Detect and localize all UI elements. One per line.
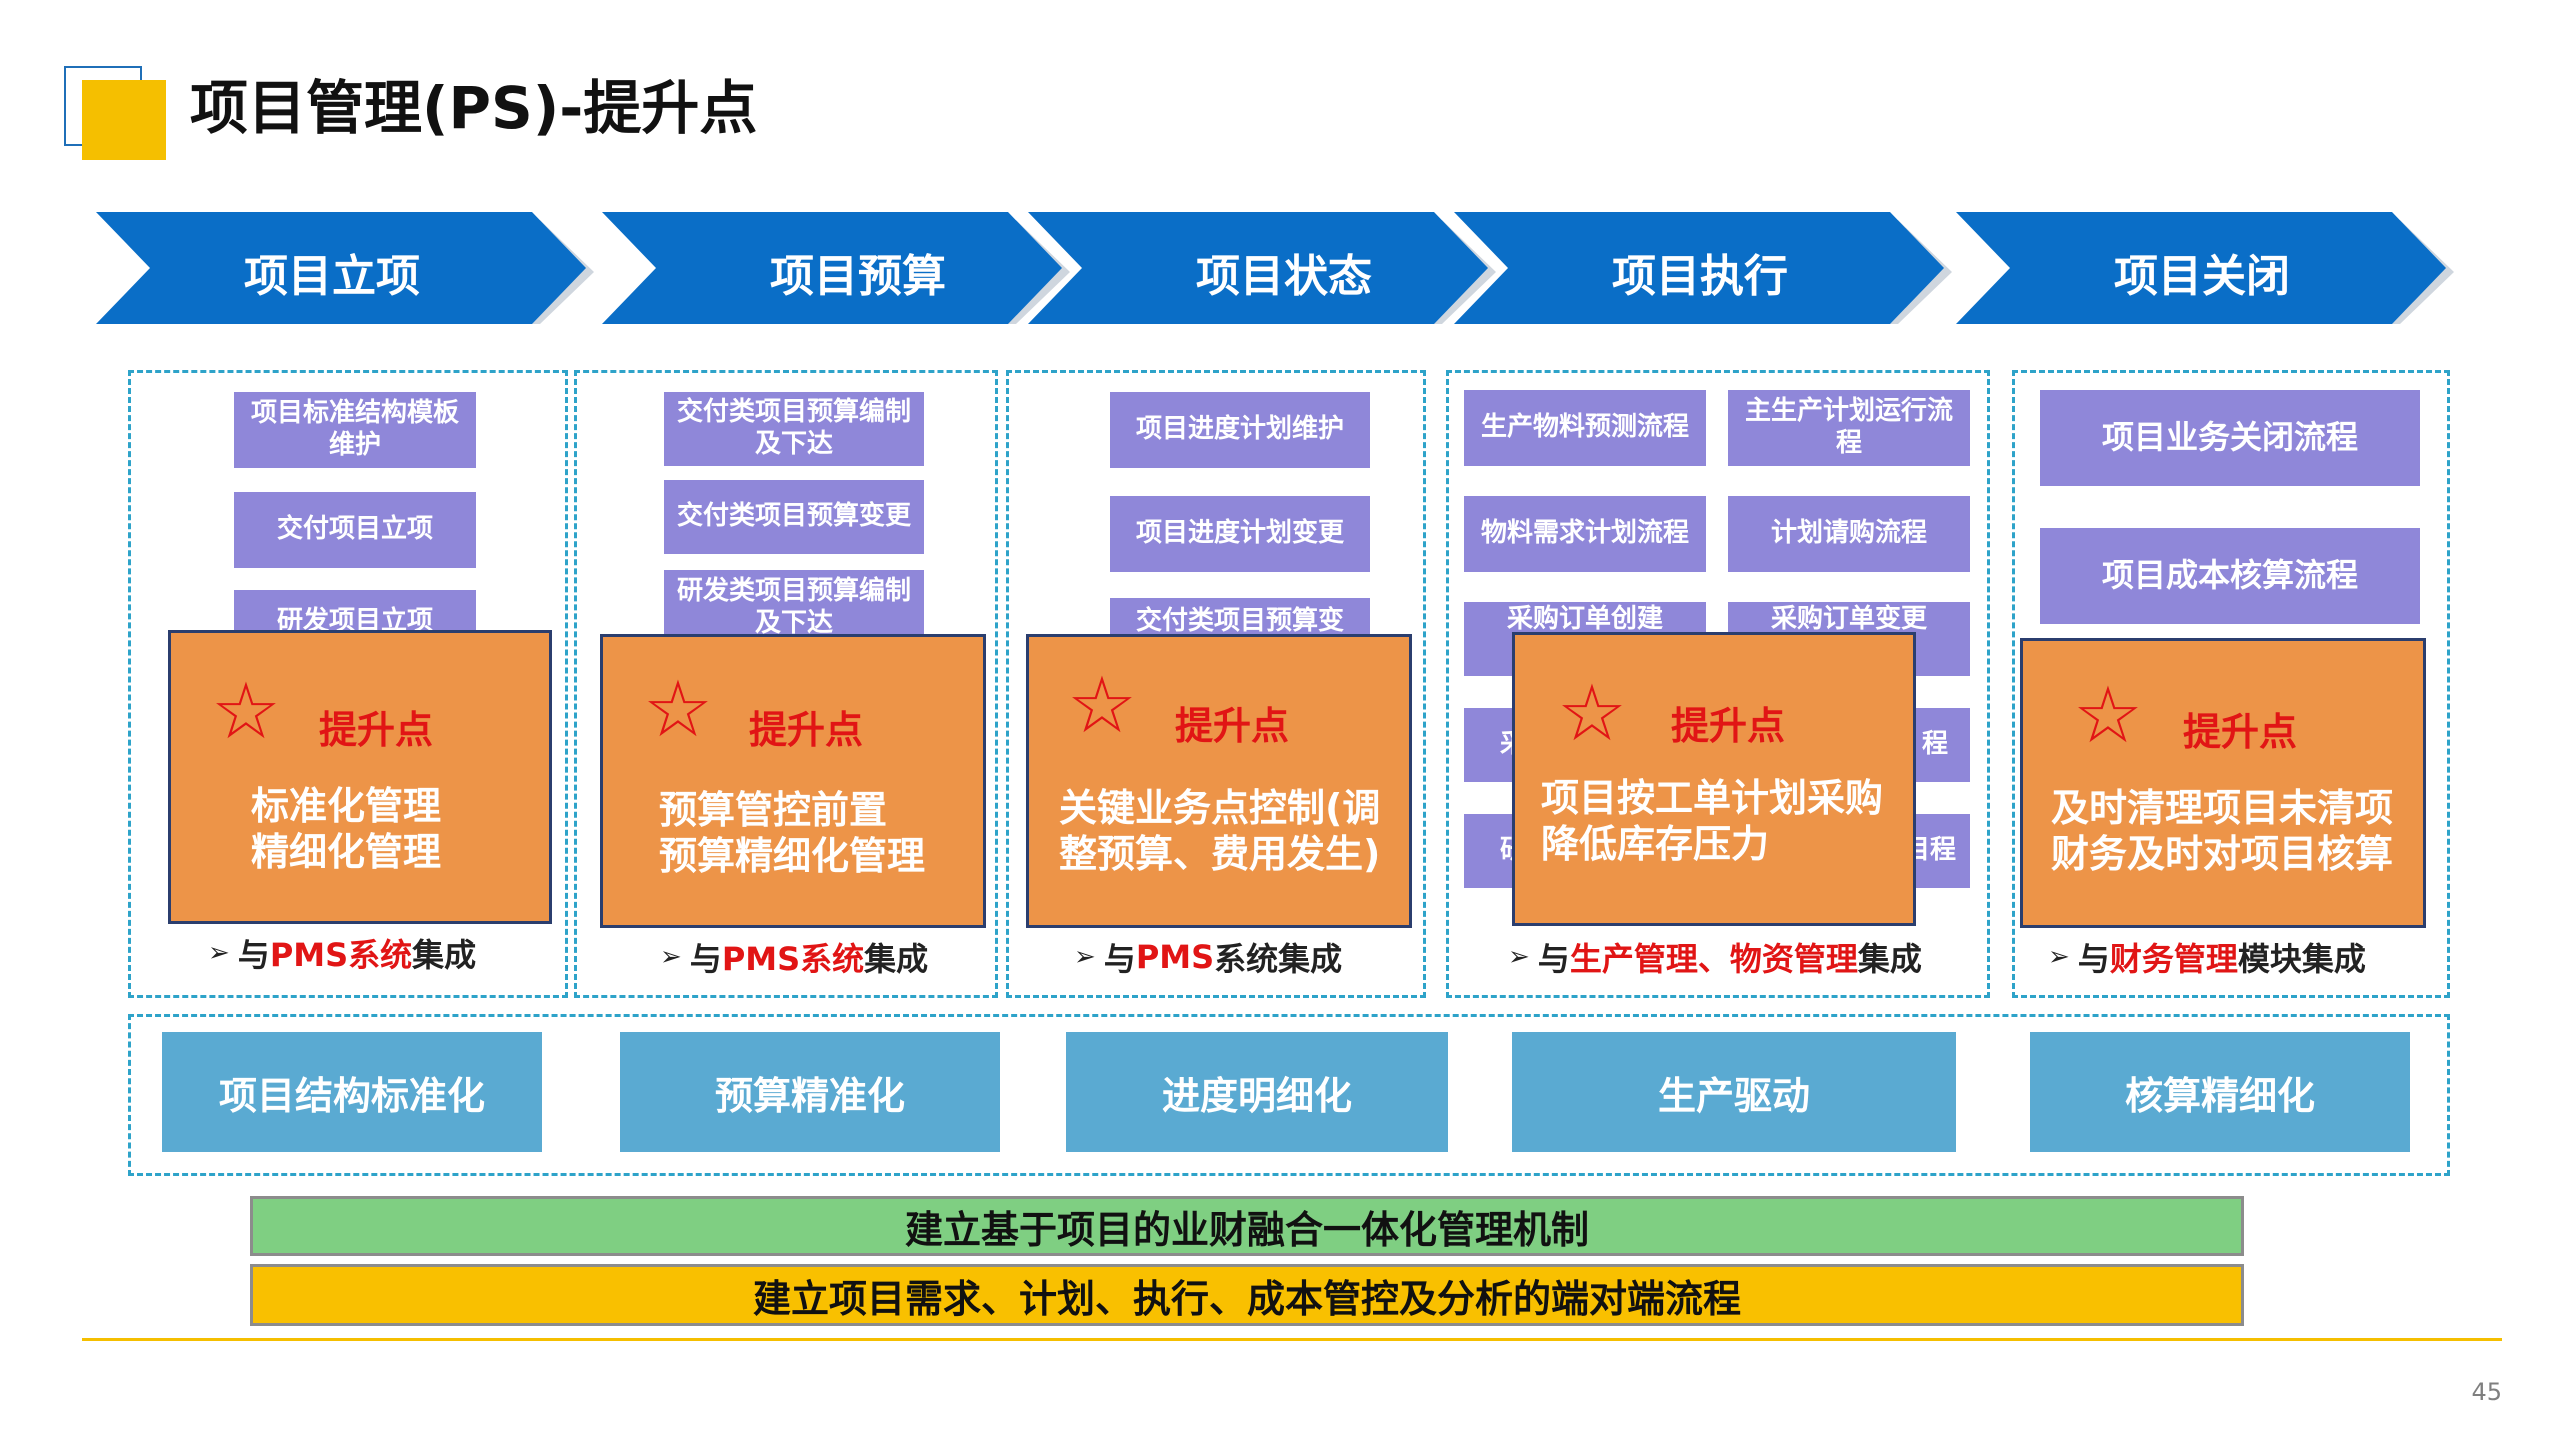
highlight-line: 整预算、费用发生) xyxy=(1059,832,1381,877)
star-icon: ☆ xyxy=(211,667,281,757)
page-title: 项目管理(PS)-提升点 xyxy=(190,74,758,142)
stage-label: 项目状态 xyxy=(1196,251,1372,302)
chevron-arrow-icon xyxy=(96,212,594,324)
summary-box-4: 生产驱动 xyxy=(1512,1032,1956,1152)
column-container-3 xyxy=(1006,370,1426,998)
summary-box-5: 核算精细化 xyxy=(2030,1032,2410,1152)
process-box: 项目业务关闭流程 xyxy=(2040,390,2420,486)
stage-label: 项目立项 xyxy=(244,251,420,302)
highlight-box-5: ☆ 提升点 及时清理项目未清项 财务及时对项目核算 xyxy=(2020,638,2426,928)
stage-chevron-1: 项目立项 xyxy=(82,212,602,332)
process-box: 计划请购流程 xyxy=(1728,496,1970,572)
chevron-arrow-icon xyxy=(1454,212,1952,324)
chevron-arrow-icon xyxy=(602,212,1070,324)
highlight-box-3: ☆ 提升点 关键业务点控制(调 整预算、费用发生) xyxy=(1026,634,1412,928)
stage-chevron-5: 项目关闭 xyxy=(1942,212,2462,332)
column-container-1 xyxy=(128,370,568,998)
highlight-tag: 提升点 xyxy=(2183,710,2298,754)
star-icon: ☆ xyxy=(2073,671,2143,761)
highlight-text: 项目按工单计划采购 降低库存压力 xyxy=(1541,775,1883,868)
highlight-text: 关键业务点控制(调 整预算、费用发生) xyxy=(1059,785,1380,878)
process-box: 研发类项目预算编制及下达 xyxy=(664,570,924,638)
arrow-bullet-icon: ➢ xyxy=(660,942,682,972)
column-container-5 xyxy=(2012,370,2450,998)
highlight-line: 及时清理项目未清项 xyxy=(2051,786,2394,830)
process-box: 主生产计划运行流程 xyxy=(1728,390,1970,466)
process-box: 项目标准结构模板维护 xyxy=(234,392,476,468)
highlight-tag: 提升点 xyxy=(1175,704,1290,748)
integration-mechanism-bar: 建立基于项目的业财融合一体化管理机制 xyxy=(250,1196,2244,1256)
arrow-bullet-icon: ➢ xyxy=(208,938,230,968)
highlight-line: 预算精细化管理 xyxy=(659,834,926,879)
end-to-end-process-bar: 建立项目需求、计划、执行、成本管控及分析的端对端流程 xyxy=(250,1264,2244,1326)
highlight-line: 降低库存压力 xyxy=(1541,822,1770,867)
highlight-line: 精细化管理 xyxy=(251,830,442,875)
page-number: 45 xyxy=(2471,1378,2502,1406)
highlight-tag: 提升点 xyxy=(1671,704,1786,748)
highlight-text: 预算管控前置 预算精细化管理 xyxy=(659,787,925,880)
highlight-line: 财务及时对项目核算 xyxy=(2051,832,2394,877)
stage-label: 项目预算 xyxy=(770,251,946,302)
highlight-line: 标准化管理 xyxy=(251,784,442,828)
arrow-bullet-icon: ➢ xyxy=(1508,942,1530,972)
highlight-line: 关键业务点控制(调 xyxy=(1059,786,1381,830)
process-box: 交付类项目预算编制及下达 xyxy=(664,392,924,466)
summary-box-1: 项目结构标准化 xyxy=(162,1032,542,1152)
highlight-line: 项目按工单计划采购 xyxy=(1541,776,1884,820)
summary-container xyxy=(128,1014,2450,1176)
star-icon: ☆ xyxy=(643,665,713,755)
column-container-2 xyxy=(574,370,998,998)
stage-chevron-3: 项目状态 xyxy=(1014,212,1504,332)
process-box: 交付类项目预算变 xyxy=(1110,598,1370,638)
arrow-bullet-icon: ➢ xyxy=(1074,942,1096,972)
process-box: 项目进度计划变更 xyxy=(1110,496,1370,572)
column-container-4 xyxy=(1446,370,1990,998)
highlight-box-1: ☆ 提升点 标准化管理 精细化管理 xyxy=(168,630,552,924)
highlight-tag: 提升点 xyxy=(319,708,434,752)
title-logo-square xyxy=(82,80,166,160)
star-icon: ☆ xyxy=(1067,661,1137,751)
process-box: 物料需求计划流程 xyxy=(1464,496,1706,572)
summary-box-2: 预算精准化 xyxy=(620,1032,1000,1152)
highlight-tag: 提升点 xyxy=(749,708,864,752)
integration-note-5: ➢ 与财务管理模块集成 xyxy=(2048,940,2366,978)
highlight-text: 标准化管理 精细化管理 xyxy=(251,783,441,876)
highlight-text: 及时清理项目未清项 财务及时对项目核算 xyxy=(2051,785,2393,878)
chevron-arrow-icon xyxy=(1956,212,2454,324)
process-box: 交付类项目预算变更 xyxy=(664,480,924,554)
chevron-arrow-icon xyxy=(1028,212,1496,324)
star-icon: ☆ xyxy=(1557,669,1627,759)
highlight-line: 预算管控前置 xyxy=(659,788,888,832)
highlight-box-4: ☆ 提升点 项目按工单计划采购 降低库存压力 xyxy=(1512,632,1916,926)
process-box: 交付项目立项 xyxy=(234,492,476,568)
process-box: 项目成本核算流程 xyxy=(2040,528,2420,624)
stage-chevron-4: 项目执行 xyxy=(1440,212,1960,332)
footer-divider xyxy=(82,1338,2502,1341)
stage-label: 项目关闭 xyxy=(2114,251,2290,302)
highlight-box-2: ☆ 提升点 预算管控前置 预算精细化管理 xyxy=(600,634,986,928)
process-box: 项目进度计划维护 xyxy=(1110,392,1370,468)
process-box: 生产物料预测流程 xyxy=(1464,390,1706,466)
integration-note-4: ➢ 与生产管理、物资管理集成 xyxy=(1508,940,1922,978)
stage-chevron-2: 项目预算 xyxy=(588,212,1078,332)
summary-box-3: 进度明细化 xyxy=(1066,1032,1448,1152)
arrow-bullet-icon: ➢ xyxy=(2048,942,2070,972)
stage-label: 项目执行 xyxy=(1612,251,1788,302)
